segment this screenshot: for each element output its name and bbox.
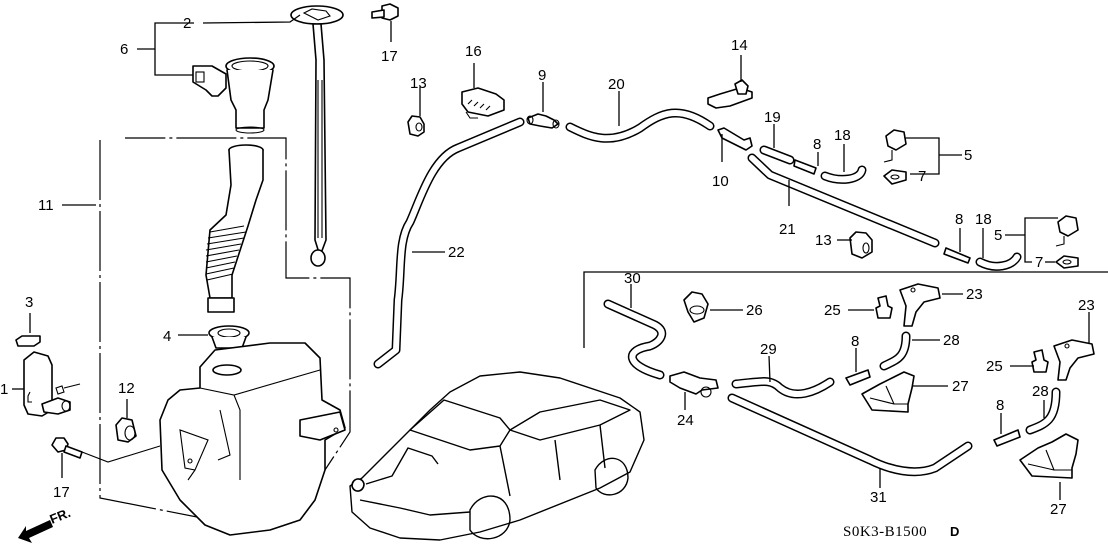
part-16-connector[interactable] [461, 87, 505, 119]
callout-25-b[interactable]: 25 [986, 358, 1003, 375]
callout-5-b[interactable]: 5 [994, 227, 1002, 244]
callout-13-lower[interactable]: 13 [815, 232, 832, 249]
part-7-gasket-2[interactable] [1055, 255, 1079, 269]
part-14-clamp[interactable] [707, 79, 753, 109]
callout-8-d[interactable]: 8 [996, 397, 1004, 414]
front-direction-marker: FR. [18, 505, 73, 543]
front-arrow-icon [18, 520, 53, 543]
part-5-nozzle-1[interactable] [883, 129, 907, 163]
part-28-hose-1[interactable] [879, 331, 911, 371]
callout-14[interactable]: 14 [731, 37, 748, 54]
headlight-washer-section-frame [583, 271, 1108, 348]
diagram-code: S0K3-B1500 D [843, 524, 959, 540]
callout-8-c[interactable]: 8 [851, 333, 859, 350]
callout-11[interactable]: 11 [38, 197, 54, 214]
callout-20[interactable]: 20 [608, 76, 625, 93]
callout-3[interactable]: 3 [25, 294, 33, 311]
callout-5-a[interactable]: 5 [964, 147, 972, 164]
callout-9[interactable]: 9 [538, 67, 546, 84]
part-11-filler-pipe[interactable] [205, 144, 264, 313]
part-6-filler-neck[interactable] [192, 57, 275, 134]
part-8-check-valve-4[interactable] [993, 429, 1021, 447]
part-26-clamp[interactable] [683, 291, 709, 323]
callout-31[interactable]: 31 [870, 489, 887, 506]
callout-24[interactable]: 24 [677, 412, 694, 429]
part-23-nozzle-1[interactable] [899, 283, 941, 327]
callout-25-a[interactable]: 25 [824, 302, 841, 319]
part-18-hose-1[interactable] [820, 165, 867, 184]
callout-2[interactable]: 2 [183, 15, 191, 32]
part-25-bolt-2[interactable] [1031, 349, 1049, 373]
washer-tank[interactable] [159, 342, 346, 536]
part-31-hose[interactable] [727, 393, 973, 477]
vehicle-illustration [349, 371, 645, 541]
part-9-joint[interactable] [526, 113, 560, 129]
callout-27-b[interactable]: 27 [1050, 501, 1067, 518]
part-17-bolt-lower[interactable] [51, 437, 161, 463]
callout-4[interactable]: 4 [163, 328, 171, 345]
part-3-seal[interactable] [15, 335, 41, 347]
part-19-hose[interactable] [759, 145, 795, 165]
part-29-hose[interactable] [731, 377, 835, 399]
part-24-joint[interactable] [669, 371, 719, 398]
tank-assembly-outline [99, 137, 351, 521]
part-21-hose[interactable] [747, 153, 940, 248]
callout-16[interactable]: 16 [465, 43, 482, 60]
part-13-clip-upper[interactable] [407, 115, 425, 137]
part-23-nozzle-2[interactable] [1053, 339, 1095, 381]
part-20-hose[interactable] [565, 108, 715, 143]
part-7-gasket-1[interactable] [883, 169, 907, 185]
callout-18-a[interactable]: 18 [834, 127, 851, 144]
callout-6[interactable]: 6 [120, 41, 128, 58]
part-8-check-valve-3[interactable] [845, 369, 871, 386]
part-30-hose[interactable] [603, 299, 667, 380]
part-17-bolt-upper[interactable] [371, 3, 399, 21]
callout-10[interactable]: 10 [712, 173, 729, 190]
callout-8-a[interactable]: 8 [813, 136, 821, 153]
callout-28-b[interactable]: 28 [1032, 383, 1049, 400]
part-10-t-joint[interactable] [717, 127, 753, 151]
part-28-hose-2[interactable] [1025, 387, 1061, 435]
callout-8-b[interactable]: 8 [955, 211, 963, 228]
part-5-nozzle-2[interactable] [1055, 215, 1079, 247]
callout-1[interactable]: 1 [0, 381, 8, 398]
callout-labels: 2 6 17 16 13 9 20 14 19 8 18 5 7 10 21 1… [0, 15, 1095, 518]
part-1-washer-pump[interactable] [23, 351, 81, 417]
callout-23-b[interactable]: 23 [1078, 297, 1095, 314]
part-12-pump-grommet[interactable] [115, 417, 137, 443]
part-18-hose-2[interactable] [975, 252, 1022, 271]
callout-28-a[interactable]: 28 [943, 332, 960, 349]
callout-21[interactable]: 21 [779, 221, 796, 238]
diagram-revision: D [950, 524, 959, 539]
callout-23-a[interactable]: 23 [966, 286, 983, 303]
part-2-filler-cap[interactable] [290, 5, 344, 267]
callout-22[interactable]: 22 [448, 244, 465, 261]
callout-30[interactable]: 30 [624, 270, 641, 287]
callout-19[interactable]: 19 [764, 109, 781, 126]
callout-13-upper[interactable]: 13 [410, 75, 427, 92]
callout-12[interactable]: 12 [118, 380, 135, 397]
callout-29[interactable]: 29 [760, 341, 777, 358]
front-label: FR. [48, 505, 73, 527]
part-8-check-valve-1[interactable] [793, 159, 817, 175]
callout-26[interactable]: 26 [746, 302, 763, 319]
callout-18-b[interactable]: 18 [975, 211, 992, 228]
callout-17-upper[interactable]: 17 [381, 48, 398, 65]
part-13-clip-lower[interactable] [849, 231, 873, 259]
part-25-bolt-1[interactable] [875, 295, 893, 319]
part-22-hose[interactable] [373, 117, 525, 369]
part-27-cover-2[interactable] [1019, 433, 1079, 479]
diagram-code-text: S0K3-B1500 [843, 524, 927, 540]
callout-27-a[interactable]: 27 [952, 378, 969, 395]
callout-7-a[interactable]: 7 [918, 168, 926, 185]
leader-lines [12, 14, 1090, 500]
part-27-cover-1[interactable] [861, 371, 915, 413]
callout-17-lower[interactable]: 17 [53, 484, 70, 501]
part-4-grommet[interactable] [208, 325, 250, 349]
part-8-check-valve-2[interactable] [943, 247, 971, 264]
callout-7-b[interactable]: 7 [1035, 254, 1043, 271]
